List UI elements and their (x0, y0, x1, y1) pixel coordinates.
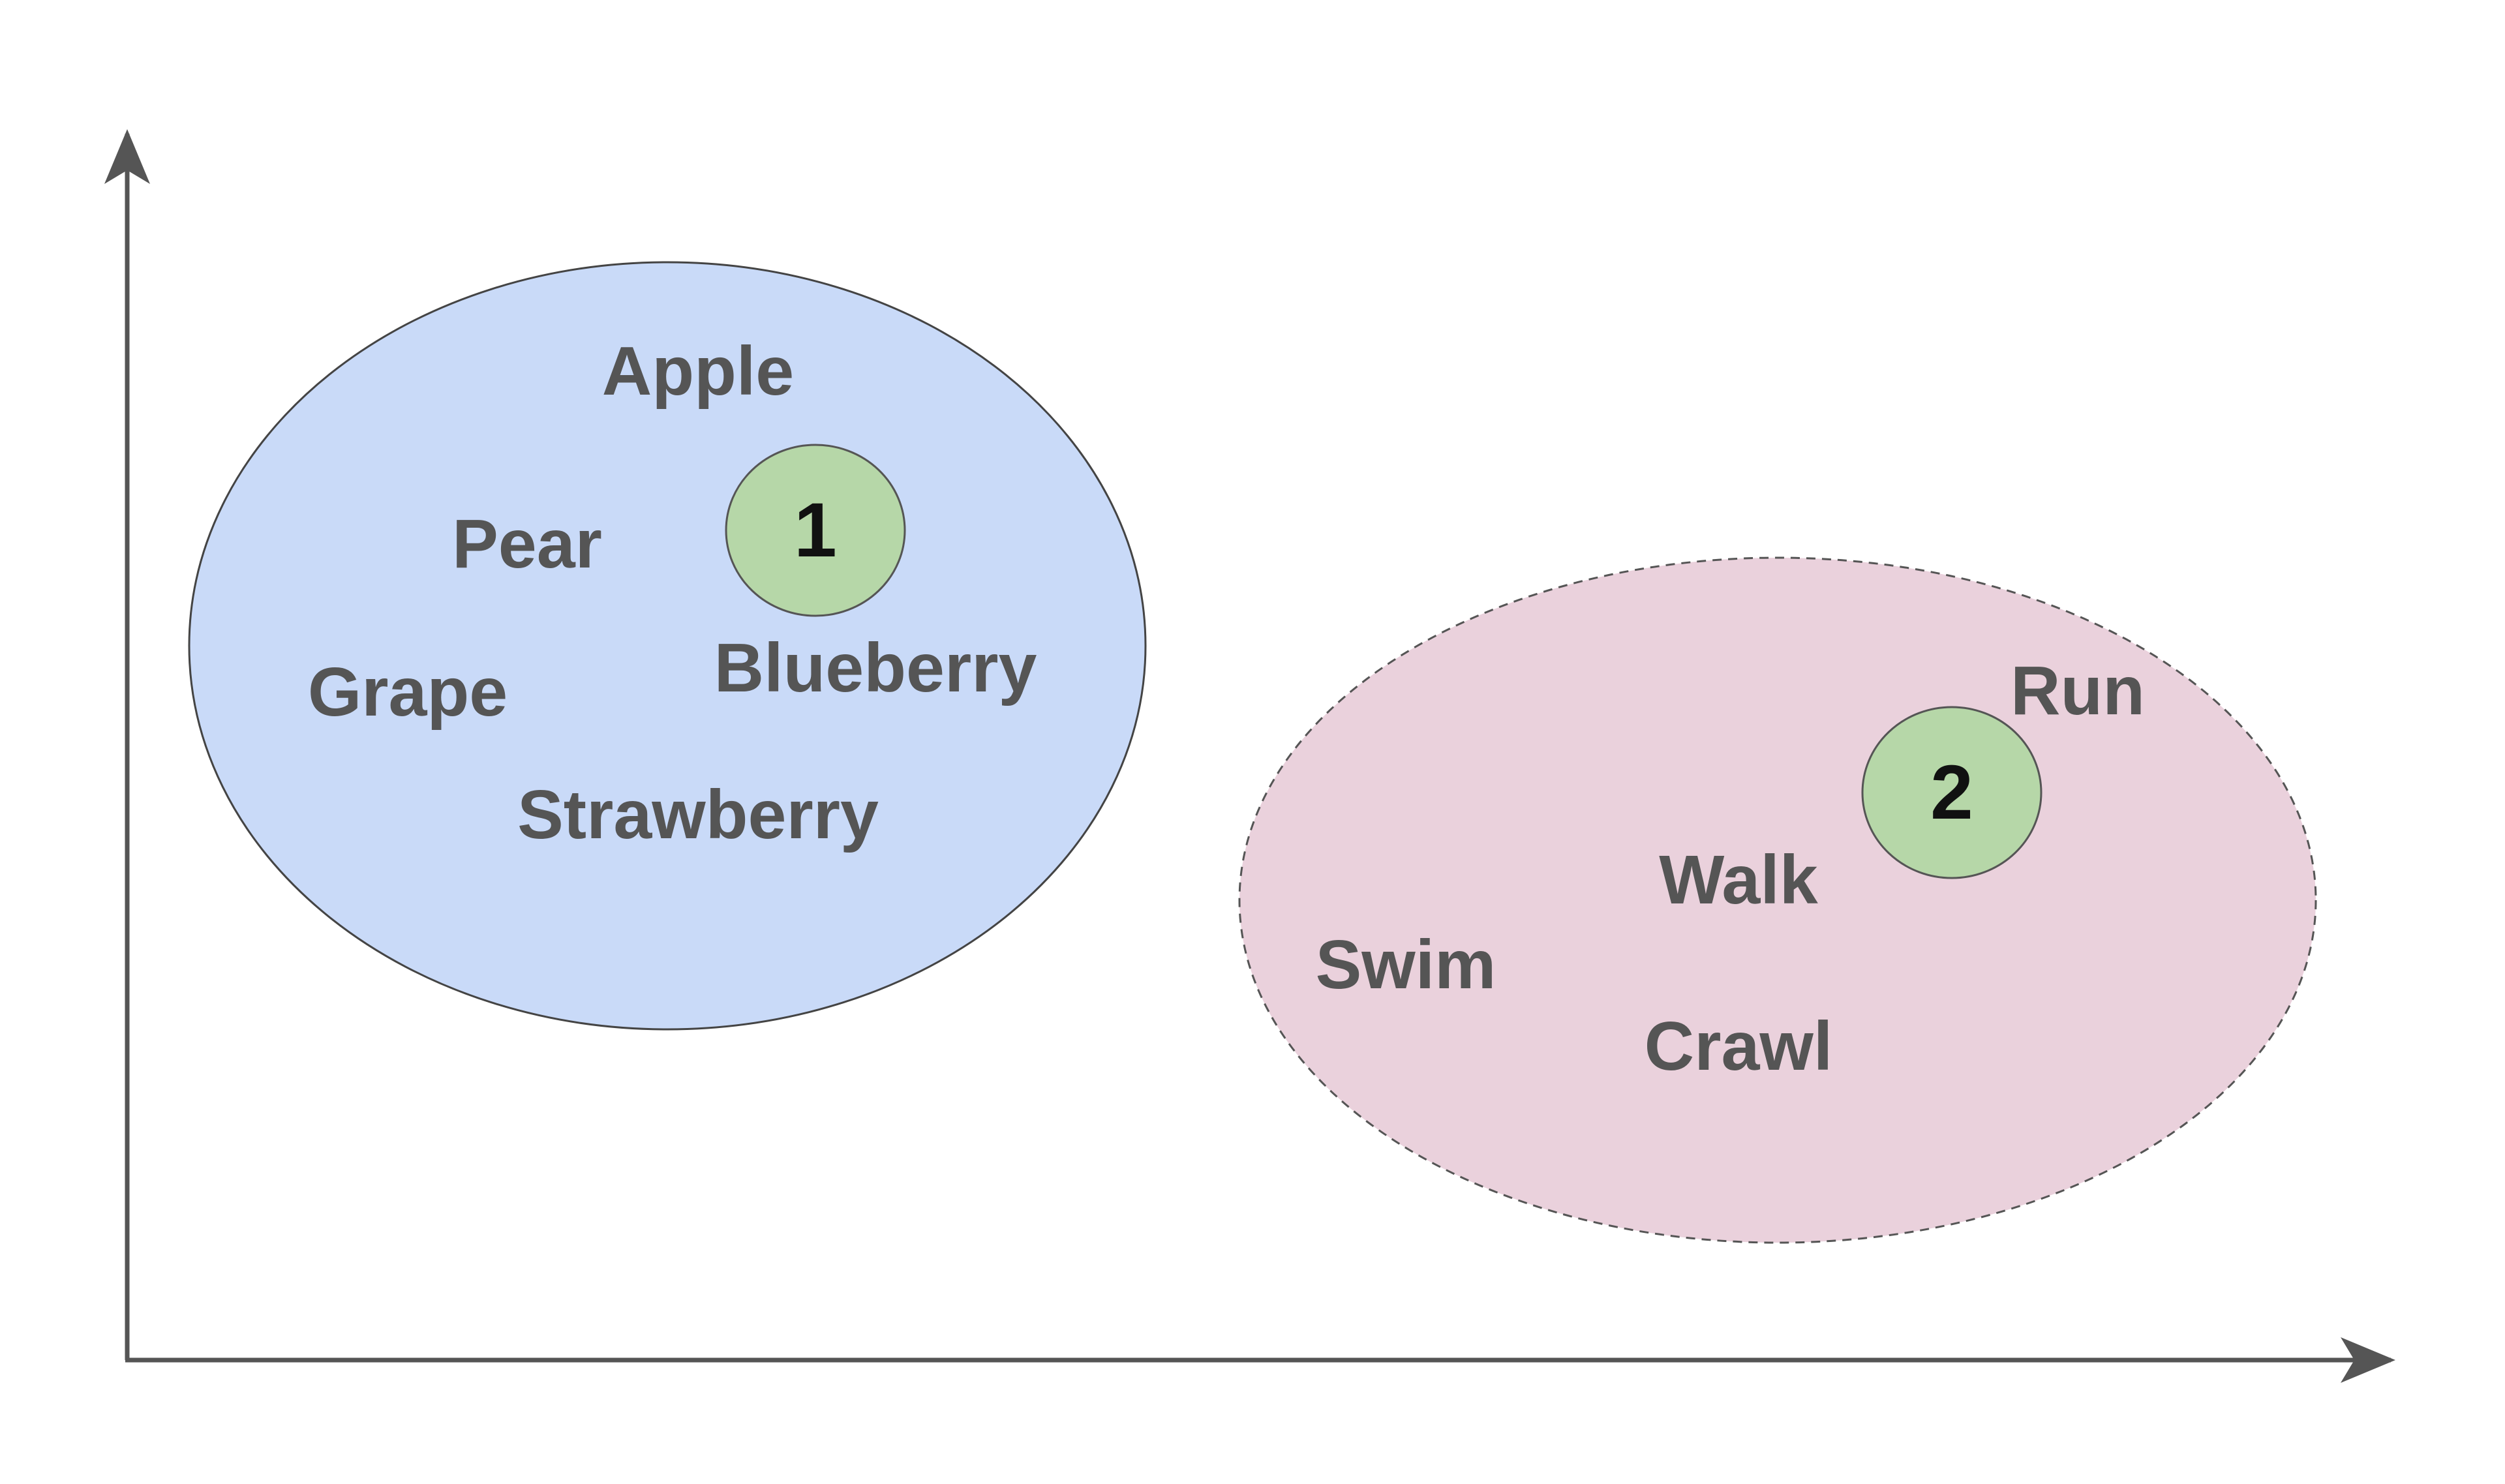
centroid-1: 1 (725, 444, 906, 617)
cluster-1: Apple Pear Grape Blueberry Strawberry 1 (188, 261, 1147, 1031)
word-apple: Apple (602, 333, 794, 410)
cluster-2: Swim Walk Crawl 2 Run (1238, 556, 2317, 1244)
word-crawl: Crawl (1645, 1008, 1833, 1085)
word-strawberry: Strawberry (517, 776, 879, 853)
cluster-2-ellipse (1238, 556, 2317, 1244)
centroid-2-label: 2 (1930, 750, 1973, 836)
word-walk: Walk (1659, 841, 1819, 918)
word-swim: Swim (1316, 926, 1496, 1003)
word-blueberry: Blueberry (714, 629, 1037, 706)
centroid-1-label: 1 (794, 487, 837, 573)
word-run: Run (2011, 652, 2145, 729)
cluster-1-ellipse (188, 261, 1147, 1031)
word-pear: Pear (452, 506, 602, 583)
centroid-2: 2 (1861, 706, 2042, 879)
word-grape: Grape (308, 654, 508, 731)
